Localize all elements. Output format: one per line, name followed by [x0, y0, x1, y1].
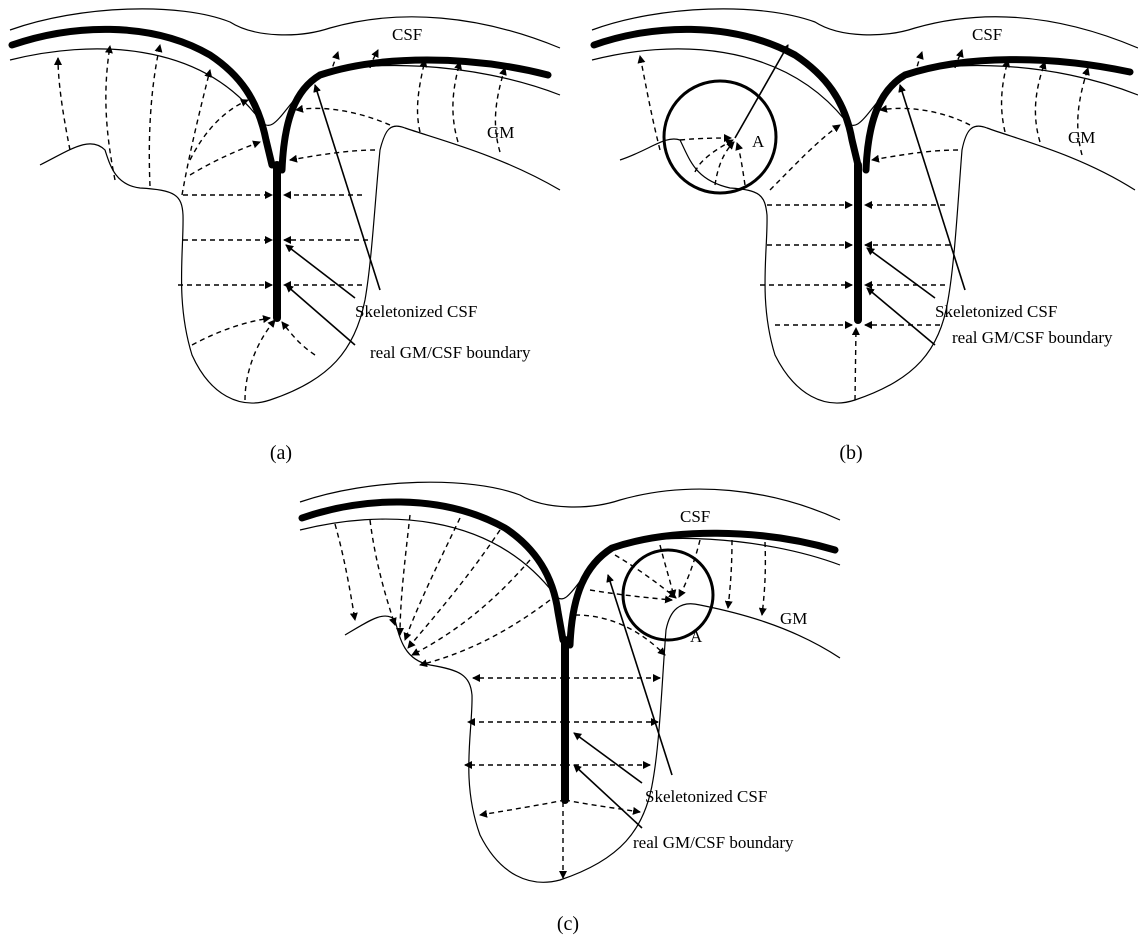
boundary-label: real GM/CSF boundary [370, 343, 531, 362]
arrow [453, 62, 460, 142]
arrow [679, 540, 700, 597]
pial-surface-left [12, 29, 272, 165]
arrow [715, 142, 734, 185]
arrow [296, 108, 390, 125]
panel-caption: (c) [557, 913, 579, 935]
skeleton-pointer [286, 245, 355, 298]
panel-c: A CSF GM Skeletonized CSF real GM/CSF bo… [300, 482, 840, 935]
arrow [106, 46, 115, 180]
pial-surface-right [282, 60, 548, 170]
gm-label: GM [780, 609, 807, 628]
arrow [418, 60, 425, 132]
gm-label: GM [1068, 128, 1095, 147]
pial-surface-left [594, 29, 858, 165]
boundary-label: real GM/CSF boundary [952, 328, 1113, 347]
arrow [412, 560, 530, 655]
arrow [737, 143, 745, 185]
arrow [192, 318, 270, 345]
csf-label: CSF [972, 25, 1002, 44]
csf-label: CSF [392, 25, 422, 44]
pial-surface-right [866, 60, 1130, 170]
skeleton-label: Skeletonized CSF [935, 302, 1057, 321]
distance-arrows [640, 50, 1088, 400]
panel-caption: (a) [270, 442, 292, 464]
arrow [282, 322, 315, 355]
panel-a: CSF GM Skeletonized CSF real GM/CSF boun… [10, 9, 560, 464]
arrow [695, 140, 733, 172]
arrow [575, 615, 665, 655]
arrow [370, 520, 395, 625]
boundary-pointer [867, 288, 935, 345]
arrow [480, 800, 565, 815]
arrow [728, 540, 732, 608]
panel-caption: (b) [839, 442, 862, 464]
arrow [680, 138, 731, 140]
arrow [762, 542, 765, 615]
arrow [872, 150, 958, 160]
point-label: A [752, 132, 765, 151]
arrow [565, 800, 640, 812]
arrow [245, 320, 275, 400]
boundary-label: real GM/CSF boundary [633, 833, 794, 852]
arrow [770, 125, 840, 190]
arrow [590, 590, 672, 600]
radius-arrow [735, 45, 788, 138]
arrow [400, 515, 410, 635]
arrow [58, 58, 70, 150]
arrow [1002, 60, 1008, 132]
skeleton-pointer [900, 85, 965, 290]
arrow [190, 100, 248, 160]
inner-csf-line [300, 519, 840, 599]
arrow [182, 70, 210, 195]
skeleton-pointer [315, 85, 380, 290]
arrow [855, 328, 856, 400]
arrow [290, 150, 375, 160]
arrow [1035, 62, 1045, 142]
arrow [190, 142, 260, 175]
distance-arrows [335, 515, 765, 878]
csf-label: CSF [680, 507, 710, 526]
arrow [405, 518, 460, 640]
arrow [335, 524, 355, 620]
boundary-pointer [286, 285, 355, 345]
arrow [880, 108, 970, 125]
skeleton-label: Skeletonized CSF [645, 787, 767, 806]
skeleton-pointer [867, 248, 935, 298]
arrow [149, 45, 160, 186]
arrow [640, 56, 660, 150]
skeleton-label: Skeletonized CSF [355, 302, 477, 321]
panel-b: A CSF GM Skeletonized CSF real GM/CSF bo… [592, 9, 1138, 464]
boundary-pointer [574, 765, 642, 828]
point-label: A [690, 627, 703, 646]
pial-surface-right [570, 533, 835, 645]
gm-label: GM [487, 123, 514, 142]
arrow [660, 545, 674, 597]
